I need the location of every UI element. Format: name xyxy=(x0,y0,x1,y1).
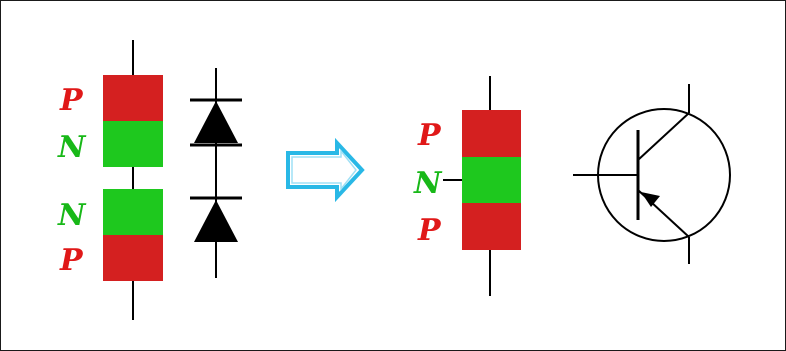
upper-diode-triangle xyxy=(194,101,238,143)
bottom-p-label: P xyxy=(417,213,442,248)
arrow-inner-highlight xyxy=(291,148,357,192)
two-series-diodes-icon xyxy=(190,68,242,278)
lower-p-label: P xyxy=(59,243,84,278)
upper-n-layer xyxy=(103,121,163,167)
pnp-transistor-icon xyxy=(573,84,731,264)
base-n-layer xyxy=(462,157,521,203)
middle-n-label: N xyxy=(413,166,443,201)
emitter-p-layer xyxy=(462,110,521,157)
upper-p-label: P xyxy=(59,83,84,118)
collector-p-layer xyxy=(462,203,521,250)
arrow-outline xyxy=(286,137,365,203)
lower-n-layer xyxy=(103,189,163,235)
lower-diode-triangle xyxy=(194,200,238,242)
upper-p-layer xyxy=(103,75,163,121)
top-p-label: P xyxy=(417,118,442,153)
left-junction-stack: P N N P xyxy=(57,40,163,320)
collector-diagonal xyxy=(637,112,690,161)
lower-p-layer xyxy=(103,235,163,281)
lower-n-label: N xyxy=(57,198,87,233)
pnp-stack: P N P xyxy=(413,76,521,296)
upper-n-label: N xyxy=(57,130,87,165)
hollow-right-arrow-icon xyxy=(286,137,365,203)
emitter-arrow xyxy=(641,192,660,207)
